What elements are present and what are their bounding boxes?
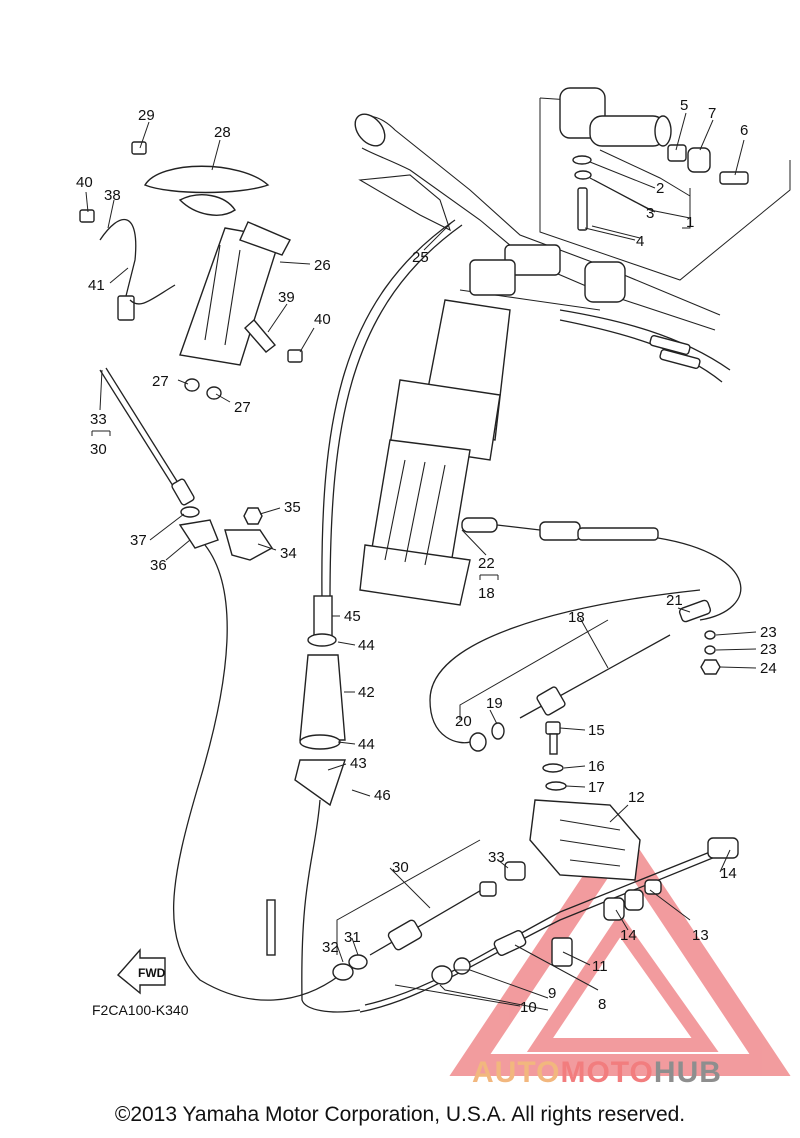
callout-18b: 18 bbox=[478, 585, 495, 602]
callout-21: 21 bbox=[666, 592, 683, 609]
brand-hub: HUB bbox=[653, 1056, 722, 1089]
callout-6: 6 bbox=[740, 122, 748, 139]
callout-9: 9 bbox=[548, 985, 556, 1002]
choke-cable bbox=[99, 367, 341, 1001]
lanyard-switch bbox=[79, 141, 303, 400]
callout-22: 22 bbox=[478, 555, 495, 572]
callout-5: 5 bbox=[680, 97, 688, 114]
callout-23b: 23 bbox=[760, 641, 777, 658]
callout-16: 16 bbox=[588, 758, 605, 775]
callout-42: 42 bbox=[358, 684, 375, 701]
parts-diagram: FWD bbox=[76, 87, 791, 1076]
callout-17: 17 bbox=[588, 779, 605, 796]
fwd-arrow-icon: FWD bbox=[116, 948, 166, 995]
brand-auto: AUTO bbox=[472, 1056, 561, 1089]
callout-43: 43 bbox=[350, 755, 367, 772]
callout-45: 45 bbox=[344, 608, 361, 625]
callout-31: 31 bbox=[344, 929, 361, 946]
callout-13: 13 bbox=[692, 927, 709, 944]
callout-30a: 30 bbox=[90, 441, 107, 458]
throttle-cable-long bbox=[266, 219, 463, 1013]
throttle-cables bbox=[559, 309, 731, 383]
callout-34: 34 bbox=[280, 545, 297, 562]
callout-29: 29 bbox=[138, 107, 155, 124]
callout-19: 19 bbox=[486, 695, 503, 712]
callout-30b: 30 bbox=[392, 859, 409, 876]
callout-4: 4 bbox=[636, 233, 644, 250]
callout-40b: 40 bbox=[314, 311, 331, 328]
callout-36: 36 bbox=[150, 557, 167, 574]
callout-18a: 18 bbox=[568, 609, 585, 626]
watermark-logo bbox=[449, 820, 791, 1076]
callout-15: 15 bbox=[588, 722, 605, 739]
callout-10: 10 bbox=[520, 999, 537, 1016]
callout-41: 41 bbox=[88, 277, 105, 294]
callout-20: 20 bbox=[455, 713, 472, 730]
callout-40a: 40 bbox=[76, 174, 93, 191]
callout-46: 46 bbox=[374, 787, 391, 804]
callout-27a: 27 bbox=[152, 373, 169, 390]
callout-12: 12 bbox=[628, 789, 645, 806]
callout-3: 3 bbox=[646, 205, 654, 222]
callout-labels: 1 2 3 4 5 6 7 8 9 10 11 12 13 14 14 15 1… bbox=[76, 97, 777, 1018]
cable-bracket bbox=[529, 799, 641, 881]
callout-33b: 33 bbox=[488, 849, 505, 866]
callout-33a: 33 bbox=[90, 411, 107, 428]
callout-38: 38 bbox=[104, 187, 121, 204]
figure-code: F2CA100-K340 bbox=[92, 1002, 189, 1018]
callout-14b: 14 bbox=[720, 865, 737, 882]
callout-35: 35 bbox=[284, 499, 301, 516]
fwd-label: FWD bbox=[138, 966, 166, 980]
brand-moto: MOTO bbox=[560, 1056, 654, 1089]
steering-cable bbox=[429, 517, 742, 752]
callout-8: 8 bbox=[598, 996, 606, 1013]
callout-7: 7 bbox=[708, 105, 716, 122]
callout-14a: 14 bbox=[620, 927, 637, 944]
callout-11: 11 bbox=[592, 958, 608, 975]
callout-24: 24 bbox=[760, 660, 777, 677]
callout-28: 28 bbox=[214, 124, 231, 141]
steering-column bbox=[359, 259, 516, 606]
callout-26: 26 bbox=[314, 257, 331, 274]
callout-27b: 27 bbox=[234, 399, 251, 416]
callout-44b: 44 bbox=[358, 736, 375, 753]
callout-2: 2 bbox=[656, 180, 664, 197]
throttle-grip-assembly bbox=[539, 87, 791, 281]
callout-leaders bbox=[85, 112, 757, 1011]
watermark-brand: AUTOMOTOHUB bbox=[472, 1056, 722, 1090]
lower-cable bbox=[332, 861, 526, 981]
bolt-washer-set bbox=[542, 721, 567, 791]
callout-37: 37 bbox=[130, 532, 147, 549]
callout-32: 32 bbox=[322, 939, 339, 956]
callout-39: 39 bbox=[278, 289, 295, 306]
callout-1: 1 bbox=[686, 214, 694, 231]
callout-23a: 23 bbox=[760, 624, 777, 641]
callout-25: 25 bbox=[412, 249, 429, 266]
callout-44a: 44 bbox=[358, 637, 375, 654]
copyright-notice: ©2013 Yamaha Motor Corporation, U.S.A. A… bbox=[114, 1103, 686, 1126]
handlebar bbox=[354, 113, 721, 331]
